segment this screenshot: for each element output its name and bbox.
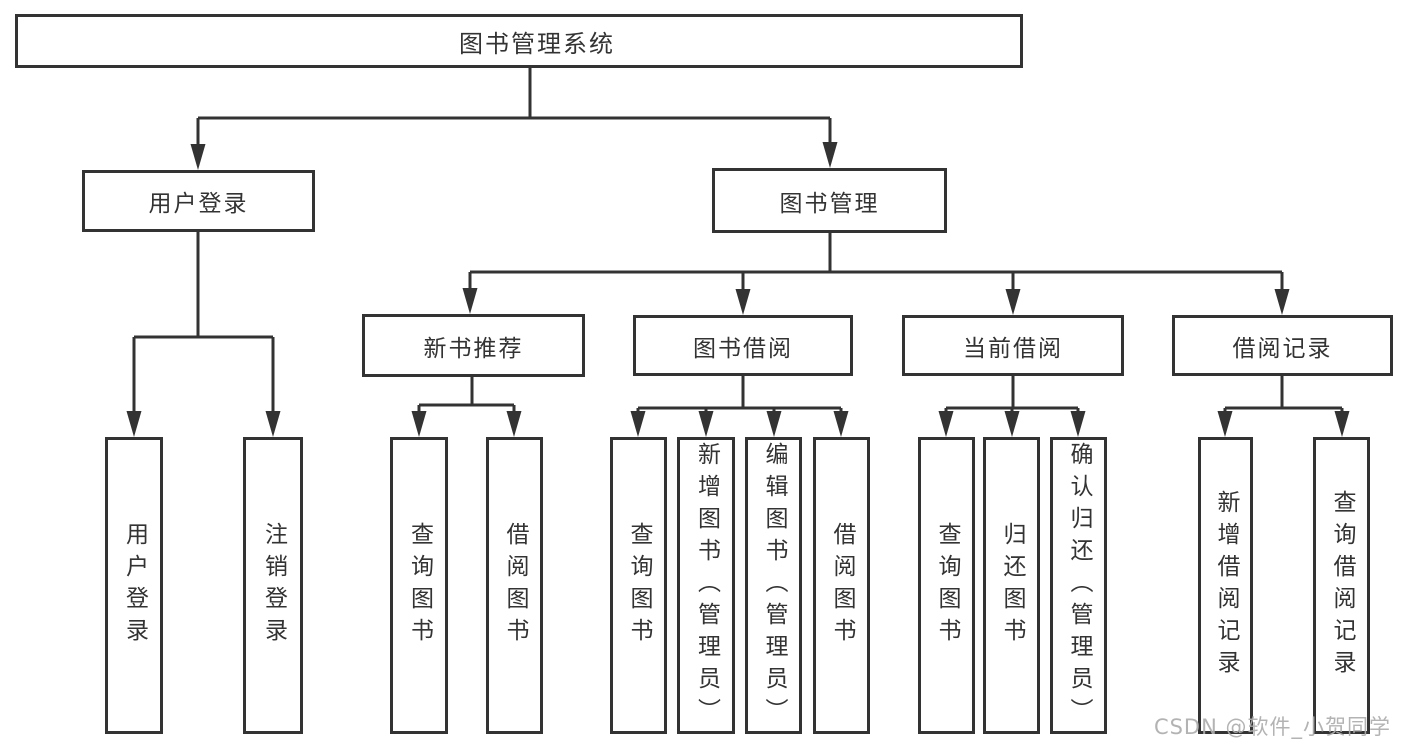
node-label-login-op: 用户登录 xyxy=(121,521,148,650)
node-label-return-book: 归还图书 xyxy=(999,521,1025,650)
arrowhead xyxy=(698,411,714,437)
node-label-borrow-book-2: 借阅图书 xyxy=(829,521,855,650)
node-label-borrow-records: 借阅记录 xyxy=(1232,335,1333,362)
node-label-user-login: 用户登录 xyxy=(148,191,249,217)
node-label-add-borrow-record: 新增借阅记录 xyxy=(1213,489,1239,682)
node-confirm-return-admin: 确认归还（管理员） xyxy=(1050,437,1107,734)
edge xyxy=(938,376,1086,437)
node-label-add-book-admin: 新增图书（管理员） xyxy=(693,441,720,730)
node-label-query-book-1: 查询图书 xyxy=(406,521,433,650)
arrowhead xyxy=(506,411,522,437)
node-root: 图书管理系统 xyxy=(15,14,1023,68)
arrowhead xyxy=(1217,411,1233,437)
node-user-login: 用户登录 xyxy=(82,170,315,232)
arrowhead xyxy=(1004,411,1020,437)
arrowhead xyxy=(190,144,206,170)
node-borrow-records: 借阅记录 xyxy=(1172,315,1393,376)
node-query-borrow-record: 查询借阅记录 xyxy=(1313,437,1370,734)
node-query-book-2: 查询图书 xyxy=(610,437,667,734)
node-login-op: 用户登录 xyxy=(105,437,163,734)
arrowhead xyxy=(630,411,646,437)
watermark: CSDN @软件_小贺同学 xyxy=(1153,715,1391,739)
edge xyxy=(126,232,281,437)
edge xyxy=(462,233,1290,315)
node-query-book-1: 查询图书 xyxy=(390,437,448,734)
arrowhead xyxy=(1334,411,1350,437)
node-query-book-3: 查询图书 xyxy=(918,437,975,734)
node-add-borrow-record: 新增借阅记录 xyxy=(1198,437,1253,734)
edge xyxy=(1217,376,1350,437)
edge xyxy=(630,376,849,437)
node-add-book-admin: 新增图书（管理员） xyxy=(677,437,735,734)
node-label-confirm-return-admin: 确认归还（管理员） xyxy=(1066,441,1092,730)
node-label-query-borrow-record: 查询借阅记录 xyxy=(1329,489,1355,682)
edge xyxy=(411,377,522,437)
node-label-borrow-book-1: 借阅图书 xyxy=(502,521,528,650)
arrowhead xyxy=(833,411,849,437)
node-label-query-book-3: 查询图书 xyxy=(934,521,960,650)
arrowhead xyxy=(938,411,954,437)
edge xyxy=(190,68,838,170)
node-book-borrow: 图书借阅 xyxy=(633,315,853,376)
arrowhead xyxy=(1070,411,1086,437)
node-label-edit-book-admin: 编辑图书（管理员） xyxy=(761,441,787,730)
node-book-management: 图书管理 xyxy=(712,168,947,233)
arrowhead xyxy=(126,411,142,437)
arrowhead xyxy=(1274,289,1290,315)
node-label-root: 图书管理系统 xyxy=(459,29,615,58)
arrowhead xyxy=(462,288,478,314)
node-logout-op: 注销登录 xyxy=(243,437,303,734)
arrowhead xyxy=(735,289,751,315)
node-return-book: 归还图书 xyxy=(983,437,1040,734)
node-edit-book-admin: 编辑图书（管理员） xyxy=(745,437,802,734)
arrowhead xyxy=(822,142,838,168)
node-label-book-borrow: 图书借阅 xyxy=(693,335,793,362)
node-label-new-book-recommend: 新书推荐 xyxy=(423,335,524,362)
node-current-borrow: 当前借阅 xyxy=(902,315,1124,376)
node-label-query-book-2: 查询图书 xyxy=(626,521,652,650)
arrowhead xyxy=(766,411,782,437)
arrowhead xyxy=(411,411,427,437)
node-borrow-book-1: 借阅图书 xyxy=(486,437,543,734)
node-borrow-book-2: 借阅图书 xyxy=(813,437,870,734)
node-label-current-borrow: 当前借阅 xyxy=(963,335,1063,362)
arrowhead xyxy=(265,411,281,437)
node-label-logout-op: 注销登录 xyxy=(260,521,287,650)
arrowhead xyxy=(1005,289,1021,315)
node-label-book-management: 图书管理 xyxy=(779,190,880,217)
node-new-book-recommend: 新书推荐 xyxy=(362,314,585,377)
